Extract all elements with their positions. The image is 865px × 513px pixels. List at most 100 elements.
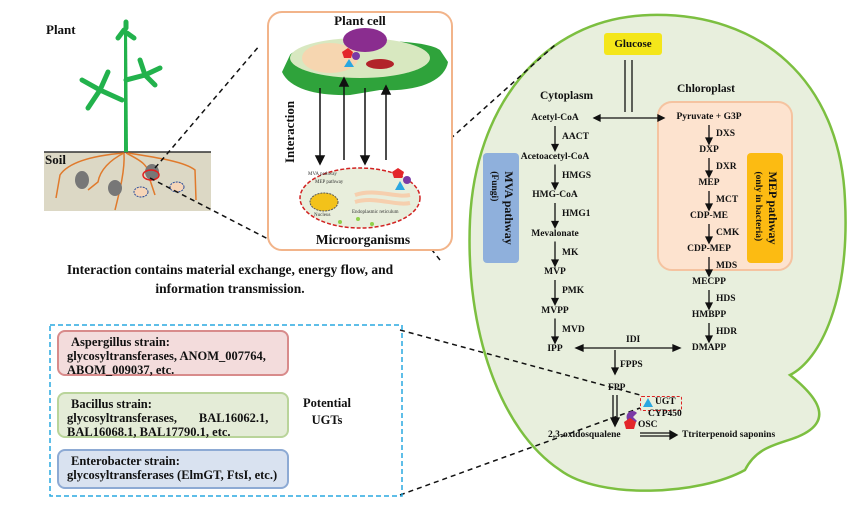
chloroplast-label: Chloroplast xyxy=(677,83,735,95)
potential-ugts-label: Potential UGTs xyxy=(303,396,351,427)
pathway-enzyme: MCT xyxy=(716,194,739,205)
strain-card-aspergillus: Aspergillus strain: glycosyltransferases… xyxy=(57,330,289,377)
pathway-enzyme: AACT xyxy=(562,132,589,143)
red-highlight-circle xyxy=(142,169,160,181)
strain-card-enterobacter: Enterobacter strain: glycosyltransferase… xyxy=(57,449,289,489)
step-arrowhead xyxy=(704,269,714,278)
pathway-enzyme: PMK xyxy=(562,286,585,297)
microbe-spot xyxy=(108,180,122,196)
step-arrowhead xyxy=(704,203,714,212)
strain-line: glycosyltransferases, ANOM_007764, xyxy=(67,349,266,363)
pathway-compound: MVPP xyxy=(541,305,569,316)
pathway-compound: MEP xyxy=(698,178,720,188)
step-arrowhead xyxy=(550,259,560,268)
pathway-compound: Acetoacetyl-CoA xyxy=(520,151,590,162)
oxidosqualene-compound: 2,3-oxidosqualene xyxy=(548,430,621,440)
triterpenoid-saponins-product: Ttriterpenoid saponins xyxy=(682,430,776,440)
ugt-highlight-box xyxy=(640,396,682,411)
mep-pathway-label: MEP pathway(only in bacteria) xyxy=(753,171,780,245)
interaction-label: Interaction xyxy=(282,100,297,163)
step-arrowhead xyxy=(550,143,560,152)
bacterium-star xyxy=(133,186,149,198)
pathway-enzyme: MDS xyxy=(716,260,738,271)
pathway-enzyme: DXS xyxy=(716,128,736,139)
pathway-enzyme: HDR xyxy=(716,326,738,337)
step-arrowhead xyxy=(550,220,560,229)
pathway-compound: Mevalonate xyxy=(531,228,579,239)
micro-mva-label: MVA pathway xyxy=(308,172,337,177)
pathway-enzyme: HMGS xyxy=(562,170,592,181)
glucose-box: Glucose xyxy=(604,33,662,55)
strain-card-bacillus: Bacillus strain: glycosyltransferases, B… xyxy=(57,392,289,439)
strain-line: ABOM_009037, etc. xyxy=(67,363,175,377)
strain-name: Bacillus strain: xyxy=(71,397,152,411)
plant-cell-title: Plant cell xyxy=(334,13,386,28)
ugt-icon xyxy=(395,181,405,190)
step-arrowhead xyxy=(704,236,714,245)
step-arrowhead xyxy=(550,336,560,345)
microbe-spot xyxy=(75,171,89,189)
pathway-enzyme: MVD xyxy=(562,324,585,335)
pathway-enzyme: HDS xyxy=(716,293,736,304)
mva-pathway-box: MVA pathway(Fungi) xyxy=(483,153,519,263)
mva-pathway-label: MVA pathway(Fungi) xyxy=(489,171,516,245)
strain-line: BAL16068.1, BAL17790.1, etc. xyxy=(67,425,231,439)
nucleus xyxy=(309,192,339,212)
pathway-compound: IPP xyxy=(547,344,563,354)
plant-label: Plant xyxy=(46,22,76,37)
soil-block xyxy=(44,152,211,211)
plant-cell-illustration xyxy=(282,28,448,96)
idi-enzyme: IDI xyxy=(626,335,641,345)
pathway-enzyme: HMG1 xyxy=(562,209,591,220)
ugt-triangle-icon xyxy=(643,398,653,407)
micro-er-label: Endoplasmic reticulum xyxy=(352,210,399,215)
step-arrowhead xyxy=(550,182,560,191)
strain-line: glycosyltransferases, BAL16062.1, xyxy=(67,411,269,425)
pathway-compound: MVP xyxy=(544,267,566,277)
pathway-compound: DMAPP xyxy=(691,343,727,353)
cytoplasm-label: Cytoplasm xyxy=(540,90,594,102)
ugt-enzyme: UGT xyxy=(655,397,676,407)
pathway-compound: CDP-MEP xyxy=(687,244,731,254)
microorganisms-title: Microorganisms xyxy=(315,232,411,247)
bacterium-star xyxy=(169,181,185,193)
pathway-compound: MECPP xyxy=(692,277,726,287)
fpp-compound: FPP xyxy=(608,383,626,393)
interaction-caption: Interaction contains material exchange, … xyxy=(66,262,394,296)
cyp450-enzyme: CYP450 xyxy=(648,409,682,419)
soil-label: Soil xyxy=(45,152,66,167)
pathway-compound: HMBPP xyxy=(691,310,727,320)
strain-name: Aspergillus strain: xyxy=(71,335,170,349)
step-arrowhead xyxy=(550,297,560,306)
osc-enzyme: OSC xyxy=(638,420,658,430)
plant-stem xyxy=(79,19,163,152)
endoplasmic-reticulum xyxy=(354,190,411,206)
strain-line: glycosyltransferases (ElmGT, FtsI, etc.) xyxy=(67,468,278,482)
step-arrowhead xyxy=(704,335,714,344)
micro-nucleus-label: Nucleus xyxy=(314,213,331,218)
strain-name: Enterobacter strain: xyxy=(71,454,180,468)
osc-icon xyxy=(392,168,404,178)
pathway-enzyme: CMK xyxy=(716,227,740,238)
step-arrowhead xyxy=(704,137,714,146)
ugt-panel-frame xyxy=(49,324,403,497)
pathway-compound: HMG-CoA xyxy=(532,190,578,200)
zoom-lines xyxy=(149,44,641,496)
pathway-compound: CDP-ME xyxy=(690,211,728,221)
pathway-compound: Pyruvate + G3P xyxy=(676,112,742,122)
micro-mep-label: MEP pathway xyxy=(315,180,344,185)
fpps-enzyme: FPPS xyxy=(620,360,643,370)
interaction-arrows xyxy=(314,76,392,166)
pathway-compound: DXP xyxy=(699,145,719,155)
pathway-arrows xyxy=(550,60,714,441)
step-arrowhead xyxy=(704,302,714,311)
step-arrowhead xyxy=(704,170,714,179)
pathway-enzyme: DXR xyxy=(716,161,737,172)
mep-pathway-box: MEP pathway(only in bacteria) xyxy=(747,153,783,263)
pathway-compound: Acetyl-CoA xyxy=(531,113,579,123)
cyp450-icon xyxy=(403,176,411,184)
osc-pentagon-icon xyxy=(624,418,636,429)
microorganism-cell xyxy=(299,167,421,229)
pathway-enzyme: MK xyxy=(562,247,579,258)
